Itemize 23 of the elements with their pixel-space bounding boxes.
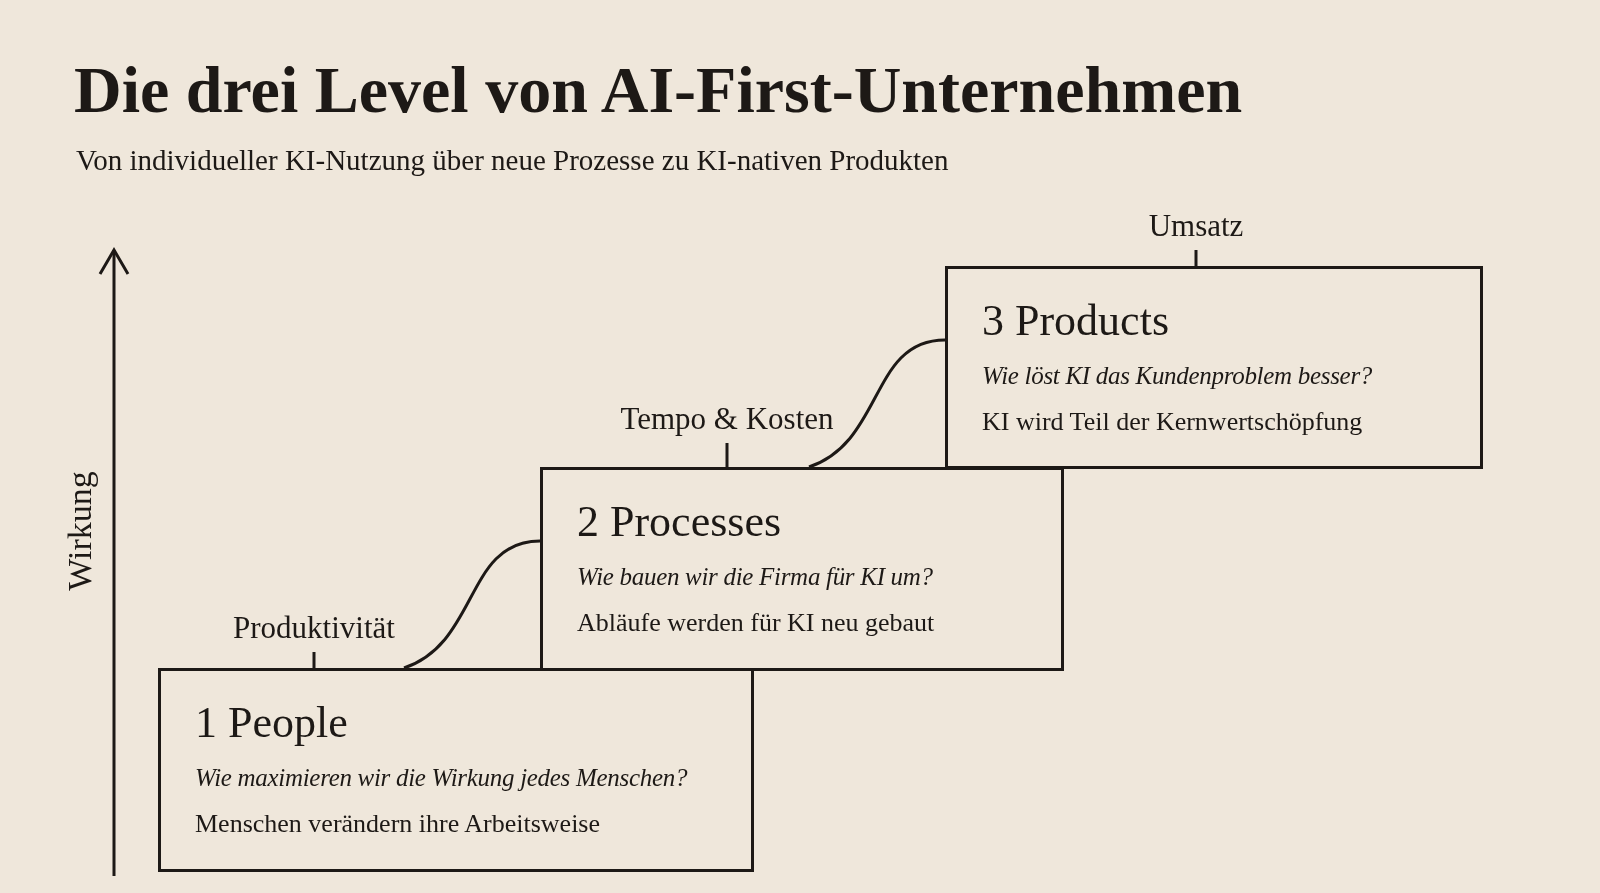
level-heading: 3 Products	[982, 295, 1169, 347]
description: Menschen verändern ihre Arbeitsweise	[195, 808, 601, 840]
leader-line	[312, 652, 316, 668]
guiding-question: Wie maximieren wir die Wirkung jedes Menschen?	[195, 763, 688, 793]
level-heading: 2 Processes	[577, 496, 782, 548]
description: KI wird Teil der Kernwertschöpfung	[982, 406, 1363, 438]
leader-line	[725, 443, 729, 467]
level-heading: 1 People	[195, 697, 348, 749]
guiding-question: Wie bauen wir die Firma für KI um?	[577, 562, 933, 592]
level-box	[540, 467, 1064, 671]
outcome-label: Umsatz	[1148, 208, 1244, 244]
outcome-label: Produktivität	[233, 610, 395, 646]
leader-line	[1194, 250, 1198, 266]
connector-curve	[403, 539, 541, 670]
connector-curve	[808, 338, 946, 469]
level-box	[945, 266, 1483, 469]
description: Abläufe werden für KI neu gebaut	[577, 607, 935, 639]
outcome-label: Tempo & Kosten	[620, 401, 834, 437]
guiding-question: Wie löst KI das Kundenproblem besser?	[982, 361, 1373, 391]
title: Die drei Level von AI-First-Unternehmen	[74, 52, 1243, 128]
axis-label: Wirkung	[61, 471, 99, 591]
subtitle: Von individueller KI-Nutzung über neue Prozesse zu KI-nativen Produkten	[76, 144, 949, 177]
level-box	[158, 668, 754, 872]
